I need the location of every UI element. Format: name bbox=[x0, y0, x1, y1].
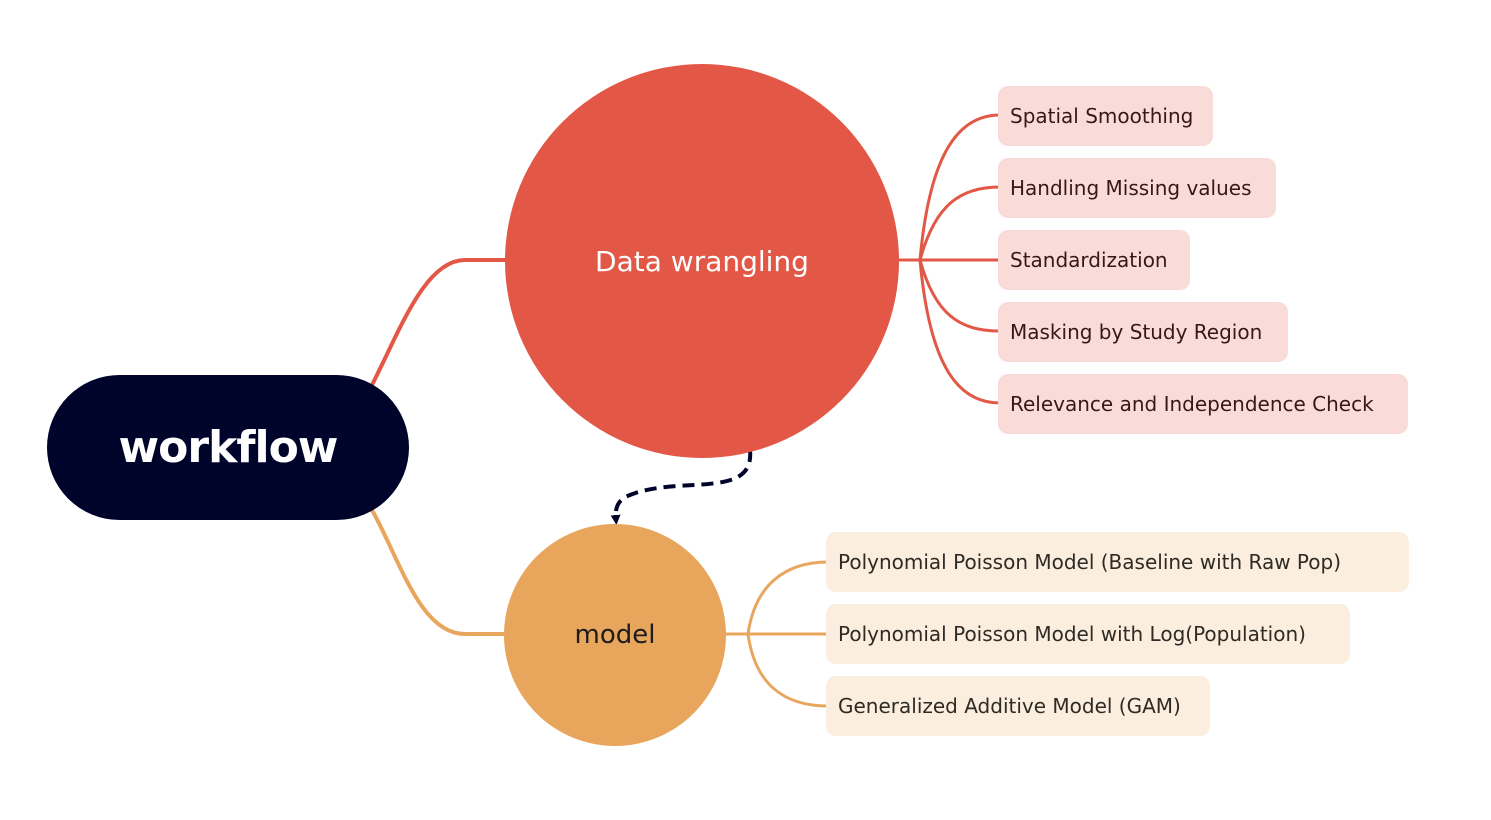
branch-label-model: model bbox=[574, 620, 656, 650]
leaf-spatial-smoothing[interactable]: Spatial Smoothing bbox=[998, 86, 1213, 146]
edge-root-to-data-wrangling bbox=[370, 258, 508, 386]
edge-handling-missing-values bbox=[898, 185, 1001, 262]
leaf-polynomial-poisson-log-pop[interactable]: Polynomial Poisson Model with Log(Popula… bbox=[826, 604, 1350, 664]
root-node[interactable]: workflow bbox=[47, 375, 409, 520]
branch-model[interactable]: model bbox=[504, 524, 726, 746]
model-edges bbox=[726, 560, 829, 708]
leaf-relevance-and-independence-check[interactable]: Relevance and Independence Check bbox=[998, 374, 1408, 434]
leaf-polynomial-poisson-raw-pop[interactable]: Polynomial Poisson Model (Baseline with … bbox=[826, 532, 1409, 592]
branch-data-wrangling[interactable]: Data wrangling bbox=[505, 64, 899, 458]
leaf-generalized-additive-model[interactable]: Generalized Additive Model (GAM) bbox=[826, 676, 1210, 736]
leaf-label: Relevance and Independence Check bbox=[1010, 392, 1374, 416]
edge-root-to-model bbox=[370, 509, 508, 636]
leaf-label: Polynomial Poisson Model (Baseline with … bbox=[838, 550, 1342, 574]
edge-gam bbox=[726, 632, 829, 708]
leaf-label: Generalized Additive Model (GAM) bbox=[838, 694, 1181, 718]
leaf-label: Standardization bbox=[1010, 248, 1168, 272]
edge-relevance-check bbox=[898, 258, 1001, 405]
leaf-masking-by-study-region[interactable]: Masking by Study Region bbox=[998, 302, 1288, 362]
leaf-label: Masking by Study Region bbox=[1010, 320, 1263, 344]
leaf-handling-missing-values[interactable]: Handling Missing values bbox=[998, 158, 1276, 218]
leaf-standardization[interactable]: Standardization bbox=[998, 230, 1190, 290]
edge-masking-by-study-region bbox=[898, 258, 1001, 333]
leaf-label: Spatial Smoothing bbox=[1010, 104, 1194, 128]
branch-label-data-wrangling: Data wrangling bbox=[595, 244, 809, 278]
root-label: workflow bbox=[118, 422, 339, 473]
data-wrangling-edges bbox=[898, 113, 1001, 405]
edge-poisson-raw-pop bbox=[726, 560, 829, 636]
relation-arrow bbox=[610, 449, 753, 525]
edge-spatial-smoothing bbox=[898, 113, 1001, 262]
leaf-label: Handling Missing values bbox=[1010, 176, 1252, 200]
leaf-label: Polynomial Poisson Model with Log(Popula… bbox=[838, 622, 1306, 646]
